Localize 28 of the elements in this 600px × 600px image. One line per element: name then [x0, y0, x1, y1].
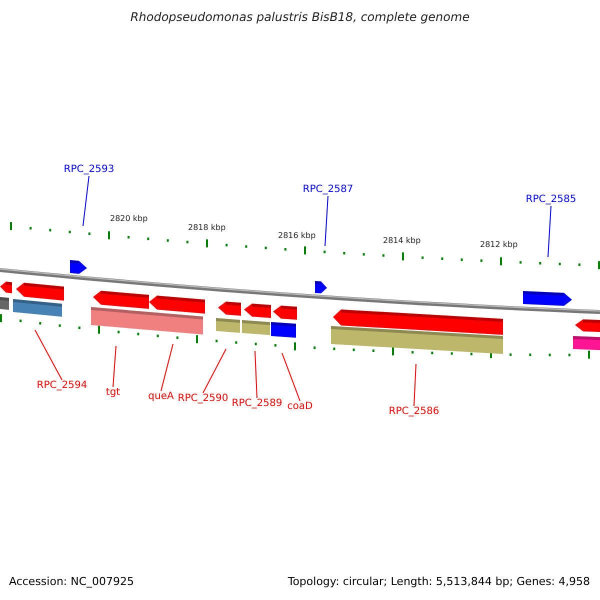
scale-label: 2818 kbp: [188, 224, 226, 232]
footer-text: Accession: NC_007925: [9, 576, 134, 587]
gene-label: RPC_2585: [526, 195, 576, 205]
gene-label: RPC_2593: [64, 165, 114, 175]
scale-label: 2812 kbp: [480, 241, 518, 249]
gene-label: RPC_2587: [302, 185, 354, 195]
title: Rhodopseudomonas palustris BisB18, complete genome: [130, 11, 470, 23]
footer-text: Topology: circular; Length: 5,513,844 bp; Genes: 4,958: [288, 576, 590, 587]
leader-line: [414, 364, 416, 406]
leader-line: [34, 330, 62, 380]
gene-label: tgt: [106, 388, 120, 398]
leader-line: [160, 344, 174, 392]
leader-line: [202, 348, 226, 394]
gene-label: RPC_2594: [36, 381, 88, 391]
leader-line: [282, 352, 300, 402]
scale-label: 2816 kbp: [278, 232, 316, 240]
leader-line: [324, 196, 328, 246]
leader-line: [548, 206, 552, 258]
scale-label: 2814 kbp: [383, 237, 421, 245]
gene-label: RPC_2590: [178, 394, 228, 404]
leader-line: [112, 346, 116, 388]
gene-label: queA: [148, 392, 174, 402]
scale-label: 2820 kbp: [110, 215, 148, 223]
gene-label: RPC_2589: [232, 399, 282, 409]
leader-line: [82, 176, 90, 226]
leader-line: [254, 350, 258, 398]
gene-label: coaD: [287, 402, 313, 412]
gene-label: RPC_2586: [388, 407, 440, 417]
